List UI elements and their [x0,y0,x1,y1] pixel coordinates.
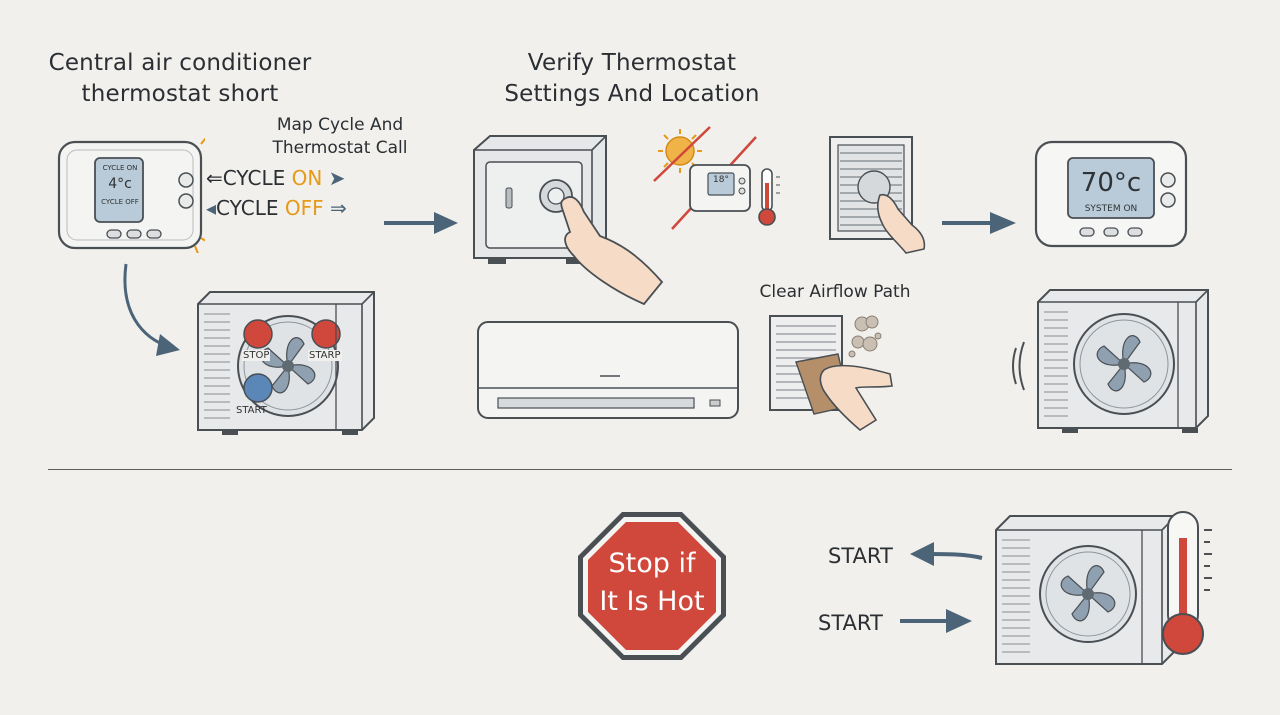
main-title: Central air conditioner thermostat short [40,48,320,110]
sun-icon [658,129,702,173]
air-vent-wipe [766,310,896,435]
dust-cloud-icon [848,315,882,358]
thermometer-icon [758,168,780,226]
arrow-right-icon: ⇒ [330,196,347,220]
wiping-hand-icon [795,353,893,431]
outdoor-ac-unit-icon [1012,289,1209,433]
arrow-right-icon [942,212,1016,234]
cycle-on-label: ⇐CYCLE ON ➤ [206,166,346,190]
arrow-right-bottom [896,604,976,638]
section-divider [48,469,1232,470]
arrow-left-icon: ⇐ [206,166,223,190]
thermostat-screen-bottom: CYCLE OFF [101,198,139,206]
chevron-left-icon: ◂ [206,196,217,220]
verify-title-line-2: Settings And Location [504,81,760,107]
verify-title: Verify Thermostat Settings And Location [482,48,782,110]
location-check: 18° [650,125,790,235]
pointing-hand-icon [560,196,664,306]
mini-split-icon [477,321,739,419]
stop-sign-line-1: Stop if [608,548,696,579]
thermostat-screen-top: CYCLE ON [102,164,138,172]
start-label-bottom: START [818,611,883,635]
map-cycle-line-2: Thermostat Call [272,138,408,158]
arrow-right-icon [384,212,458,234]
safe-icon [473,135,664,306]
thermostat-icon [57,138,205,253]
arrow-right-icon [900,609,972,633]
safe [466,132,676,307]
start-badge-label: START [236,405,267,416]
arrow-left-top [906,538,986,572]
outdoor-ac-unit-icon [995,515,1177,665]
air-vent-icon [829,136,926,254]
thermostat-left: CYCLE ON 4°c CYCLE OFF [55,138,205,253]
starp-badge-label: STARP [308,350,342,361]
stop-sign-icon [578,512,726,660]
outdoor-unit-bottom [990,510,1230,670]
thermostat-right: 70°c SYSTEM ON [1032,138,1190,250]
arrow-to-safe [382,208,462,238]
clear-airflow-label: Clear Airflow Path [759,282,911,302]
cycle-off-label: ◂CYCLE OFF ⇒ [206,196,347,220]
mini-split [474,318,742,424]
curved-arrow [110,260,190,360]
pointing-hand-icon [877,193,926,254]
outdoor-ac-unit-icon [197,291,375,435]
stop-badge-label: STOP [242,350,271,361]
curved-arrow-icon [123,263,180,356]
start-label-top: START [828,544,893,568]
air-vent-icon [769,315,893,431]
verify-title-line-1: Verify Thermostat [527,50,737,76]
outdoor-unit-right [1012,288,1212,438]
small-thermostat-icon [689,164,751,212]
chevron-right-icon: ➤ [328,166,346,190]
arrow-left-icon [910,542,983,566]
outdoor-unit-left: STOP STARP START [192,290,382,440]
main-title-line-1: Central air conditioner [48,50,312,76]
thermostat-icon [1034,140,1188,248]
thermometer-icon [1162,511,1212,655]
thermostat-screen-reading: 4°c [108,176,132,192]
arrow-to-thermostat [940,208,1020,238]
map-cycle-label: Map Cycle And Thermostat Call [260,114,420,160]
small-thermostat-reading: 18° [713,175,729,185]
map-cycle-line-1: Map Cycle And [276,115,404,135]
air-vent-top [828,135,933,255]
cycle-on-word: ON [291,166,323,190]
main-title-line-2: thermostat short [81,81,279,107]
stop-sign: Stop if It Is Hot [574,508,730,664]
cycle-off-word: OFF [284,196,324,220]
right-thermostat-status: SYSTEM ON [1084,204,1138,214]
right-thermostat-reading: 70°c [1080,168,1142,198]
stop-sign-line-2: It Is Hot [599,586,705,617]
